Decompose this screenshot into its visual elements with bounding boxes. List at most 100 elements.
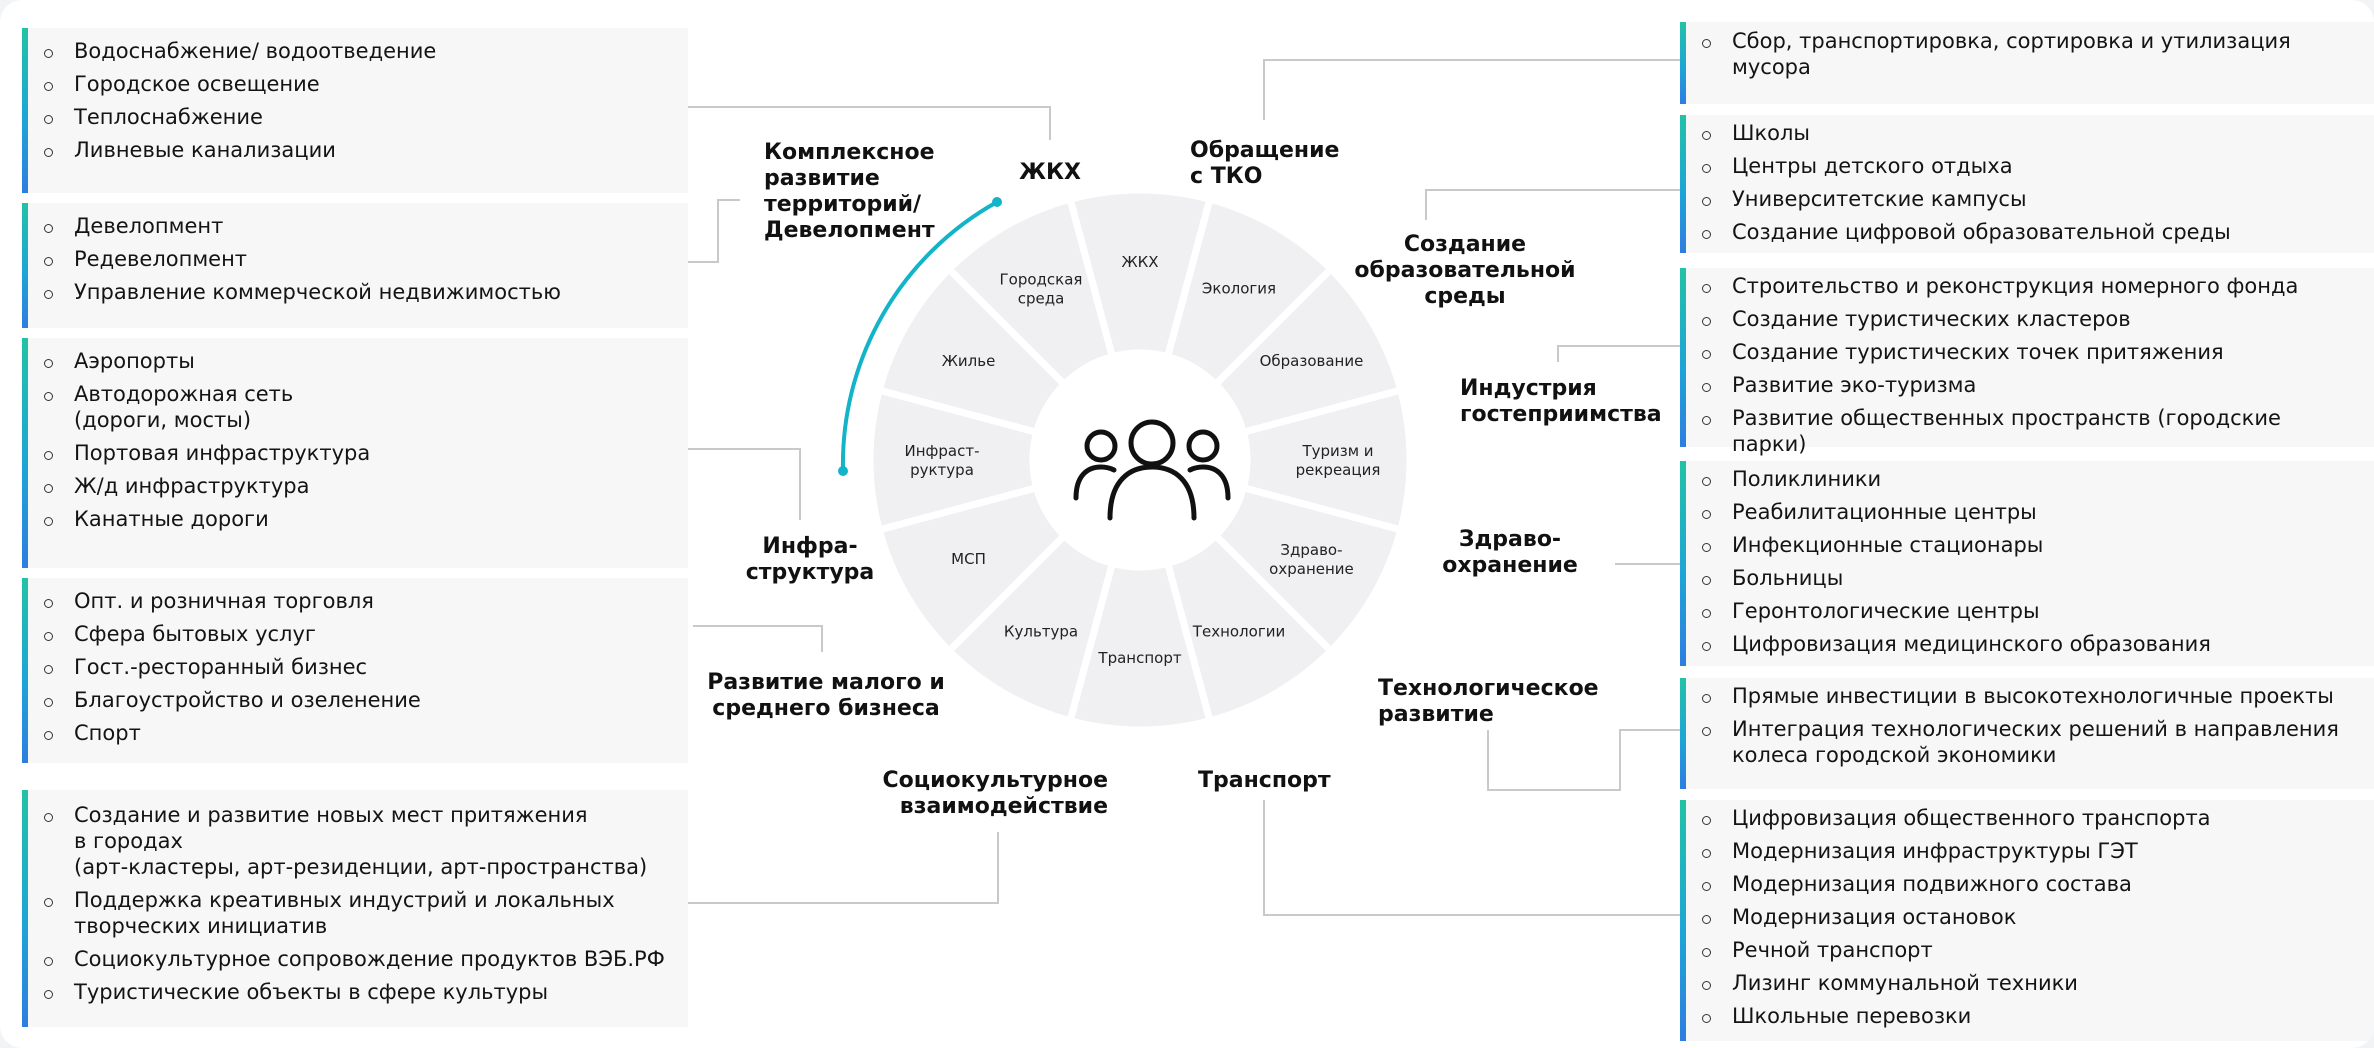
list-item-text: Развитие эко-туризма: [1732, 373, 1977, 397]
category-complex-development: Комплексное развитие территорий/ Девелоп…: [764, 140, 935, 243]
list-item-text: Гост.-ресторанный бизнес: [74, 655, 368, 679]
list-item: Сфера бытовых услуг: [22, 621, 688, 647]
list-item: Цифровизация медицинского образования: [1680, 631, 2374, 657]
list-item: Автодорожная сеть (дороги, мосты): [22, 381, 688, 433]
list-item: Туристические объекты в сфере культуры: [22, 979, 688, 1005]
list-item: Модернизация остановок: [1680, 904, 2374, 930]
wheel-segment-label: ЖКХ: [1121, 253, 1158, 271]
wheel-segment: [1163, 530, 1336, 726]
list-item: Городское освещение: [22, 71, 688, 97]
list-item: Гост.-ресторанный бизнес: [22, 654, 688, 680]
category-zhkh: ЖКХ: [1019, 160, 1081, 185]
list-item: Школы: [1680, 120, 2374, 146]
list-item: Поддержка креативных индустрий и локальн…: [22, 887, 688, 939]
list-item: Управление коммерческой недвижимостью: [22, 279, 688, 305]
wheel-segment-label: МСП: [951, 550, 986, 568]
list-item: Лизинг коммунальной техники: [1680, 970, 2374, 996]
list-item: Инфекционные стационары: [1680, 532, 2374, 558]
category-hospitality: Индустрия гостеприимства: [1460, 376, 1662, 427]
list-item-text: Модернизация остановок: [1732, 905, 2017, 929]
list-item-text: Девелопмент: [74, 214, 224, 238]
list-item: Создание цифровой образовательной среды: [1680, 219, 2374, 245]
category-health: Здраво- охранение: [1442, 527, 1578, 578]
category-tko: Обращение с ТКО: [1190, 138, 1340, 189]
list-item-text: Модернизация подвижного состава: [1732, 872, 2132, 896]
list-item: Строительство и реконструкция номерного …: [1680, 273, 2374, 299]
arc-end-dot: [992, 197, 1002, 207]
list-item: Речной транспорт: [1680, 937, 2374, 963]
highlight-arc: [840, 200, 998, 472]
list-item: Портовая инфраструктура: [22, 440, 688, 466]
wheel-segment-label: Жилье: [942, 352, 996, 370]
arc-start-dot: [838, 466, 848, 476]
list-item-text: Модернизация инфраструктуры ГЭТ: [1732, 839, 2138, 863]
list-item-text: Интеграция технологических решений в нап…: [1732, 717, 2339, 767]
list-item-text: Ж/д инфраструктура: [74, 474, 310, 498]
category-transport: Транспорт: [1198, 768, 1331, 793]
wheel-segment: [1210, 264, 1406, 437]
wheel-segment-label: Здраво-охранение: [1269, 541, 1354, 578]
list-item: Создание туристических кластеров: [1680, 306, 2374, 332]
list-item: Реабилитационные центры: [1680, 499, 2374, 525]
list-item-text: Сбор, транспортировка, сортировка и утил…: [1732, 29, 2291, 79]
wheel-segment: [944, 530, 1117, 726]
list-item-text: Создание туристических точек притяжения: [1732, 340, 2224, 364]
wheel-segment-label: Образование: [1260, 352, 1364, 370]
box-tko: Сбор, транспортировка, сортировка и утил…: [1680, 22, 2374, 104]
list-item-text: Школьные перевозки: [1732, 1004, 1972, 1028]
list-item: Редевелопмент: [22, 246, 688, 272]
list-item-text: Больницы: [1732, 566, 1844, 590]
list-item-text: Управление коммерческой недвижимостью: [74, 280, 561, 304]
list-item: Цифровизация общественного транспорта: [1680, 805, 2374, 831]
wheel-segment: [1163, 194, 1336, 390]
wheel-segment: [1065, 559, 1215, 734]
wheel-segment: [874, 264, 1070, 437]
list-item-text: Автодорожная сеть (дороги, мосты): [74, 382, 294, 432]
list-item-text: Строительство и реконструкция номерного …: [1732, 274, 2299, 298]
list-item-text: Геронтологические центры: [1732, 599, 2040, 623]
list-item: Канатные дороги: [22, 506, 688, 532]
box-tech: Прямые инвестиции в высокотехнологичные …: [1680, 678, 2374, 789]
list-item-text: Аэропорты: [74, 349, 195, 373]
box-culture: Создание и развитие новых мест притяжени…: [22, 790, 688, 1027]
list-item-text: Цифровизация медицинского образования: [1732, 632, 2211, 656]
box-hospitality: Строительство и реконструкция номерного …: [1680, 268, 2374, 456]
list-item: Школьные перевозки: [1680, 1003, 2374, 1029]
list-item: Водоснабжение/ водоотведение: [22, 38, 688, 64]
list-item-text: Ливневые канализации: [74, 138, 336, 162]
list-item-text: Редевелопмент: [74, 247, 248, 271]
list-item: Создание туристических точек притяжения: [1680, 339, 2374, 365]
list-item-text: Спорт: [74, 721, 141, 745]
list-item-text: Речной транспорт: [1732, 938, 1933, 962]
list-item-text: Канатные дороги: [74, 507, 269, 531]
list-item-text: Цифровизация общественного транспорта: [1732, 806, 2211, 830]
wheel-segment: [1210, 483, 1406, 656]
wheel-segment: [1239, 385, 1414, 535]
list-item: Университетские кампусы: [1680, 186, 2374, 212]
wheel-segments: [866, 186, 1414, 734]
category-sme: Развитие малого и среднего бизнеса: [707, 670, 945, 721]
list-item-text: Поддержка креативных индустрий и локальн…: [74, 888, 615, 938]
list-item: Благоустройство и озеленение: [22, 687, 688, 713]
list-item-text: Поликлиники: [1732, 467, 1882, 491]
list-item: Геронтологические центры: [1680, 598, 2374, 624]
list-item-text: Городское освещение: [74, 72, 320, 96]
list-item: Создание и развитие новых мест притяжени…: [22, 802, 688, 880]
wheel-segment: [1065, 186, 1215, 361]
list-item-text: Водоснабжение/ водоотведение: [74, 39, 437, 63]
list-item: Опт. и розничная торговля: [22, 588, 688, 614]
category-infrastructure: Инфра- структура: [745, 534, 875, 585]
list-item-text: Школы: [1732, 121, 1810, 145]
wheel-segment-label: Экология: [1202, 280, 1276, 298]
list-item-text: Сфера бытовых услуг: [74, 622, 316, 646]
list-item: Модернизация инфраструктуры ГЭТ: [1680, 838, 2374, 864]
category-tech: Технологическое развитие: [1378, 676, 1599, 727]
